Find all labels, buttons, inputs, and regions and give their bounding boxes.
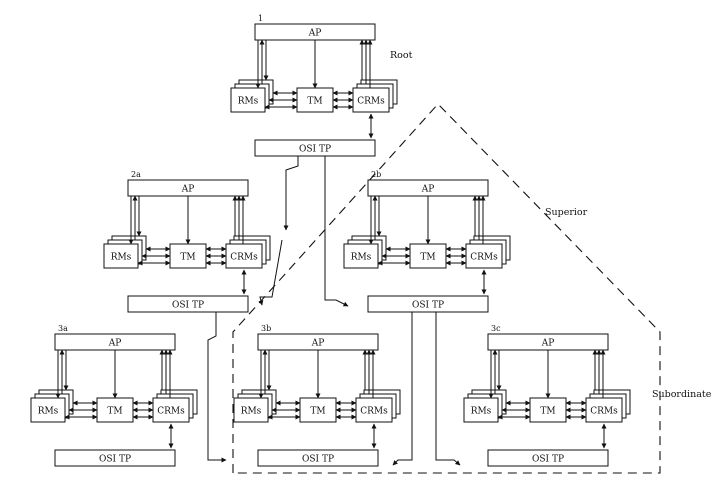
- osi-tp-box: [54, 449, 176, 467]
- link-2b-to-3b: [392, 312, 413, 466]
- crms-stack-front: [152, 397, 190, 423]
- tm-label: TM: [420, 253, 435, 263]
- osi-tp-label: OSI TP: [299, 145, 331, 155]
- rms-stack-front: [103, 243, 139, 269]
- crms-label: CRMs: [357, 97, 385, 107]
- links-layer: [207, 156, 461, 466]
- rms-stack-front: [343, 243, 379, 269]
- osi-tp-label: OSI TP: [532, 455, 564, 465]
- rms-label: RMs: [471, 407, 492, 417]
- rms-label: RMs: [111, 253, 132, 263]
- node-number-label: 1: [258, 14, 263, 23]
- link-root-to-2b: [324, 156, 349, 307]
- tm-label: TM: [107, 407, 122, 417]
- region-label-subordinate: Subordinate: [652, 389, 712, 400]
- node-number-label: 3c: [491, 324, 501, 333]
- rms-label: RMs: [238, 97, 259, 107]
- node-number-label: 3b: [261, 324, 271, 333]
- ap-label: AP: [541, 339, 555, 349]
- link-2a-to-3a: [207, 312, 227, 463]
- rms-stack-front: [233, 397, 269, 423]
- tm-box: [299, 397, 337, 423]
- osi-tp-box: [487, 449, 609, 467]
- tm-label: TM: [540, 407, 555, 417]
- rms-label: RMs: [241, 407, 262, 417]
- rms-stack-front: [230, 87, 266, 113]
- link-flash-2a: [258, 239, 283, 306]
- osi-tp-box: [367, 295, 489, 313]
- rms-label: RMs: [351, 253, 372, 263]
- crms-stack-front: [352, 87, 390, 113]
- tm-label: TM: [180, 253, 195, 263]
- region-label-root: Root: [390, 50, 413, 61]
- rms-stack-front: [463, 397, 499, 423]
- tm-label: TM: [310, 407, 325, 417]
- osi-tp-box: [257, 449, 379, 467]
- crms-stack-front: [465, 243, 503, 269]
- rms-stack-front: [30, 397, 66, 423]
- osi-tp-label: OSI TP: [412, 301, 444, 311]
- crms-stack-front: [585, 397, 623, 423]
- ap-label: AP: [308, 29, 322, 39]
- tm-label: TM: [307, 97, 322, 107]
- subtree-boundary-dashed: [232, 103, 661, 474]
- ap-label: AP: [181, 185, 195, 195]
- region-label-superior: Superior: [545, 207, 588, 218]
- crms-label: CRMs: [470, 253, 498, 263]
- node-number-label: 3a: [58, 324, 68, 333]
- node-number-label: 2b: [371, 170, 381, 179]
- crms-stack-front: [225, 243, 263, 269]
- osi-tp-label: OSI TP: [99, 455, 131, 465]
- link-root-to-2a: [283, 156, 299, 231]
- crms-label: CRMs: [230, 253, 258, 263]
- ap-label: AP: [108, 339, 122, 349]
- ap-label: AP: [421, 185, 435, 195]
- node-number-label: 2a: [131, 170, 141, 179]
- osi-tp-box: [127, 295, 249, 313]
- crms-label: CRMs: [590, 407, 618, 417]
- crms-label: CRMs: [360, 407, 388, 417]
- ap-label: AP: [311, 339, 325, 349]
- link-2b-to-3c: [435, 312, 461, 466]
- osi-tp-label: OSI TP: [302, 455, 334, 465]
- crms-label: CRMs: [157, 407, 185, 417]
- rms-label: RMs: [38, 407, 59, 417]
- osi-tp-label: OSI TP: [172, 301, 204, 311]
- osi-tp-box: [254, 139, 376, 157]
